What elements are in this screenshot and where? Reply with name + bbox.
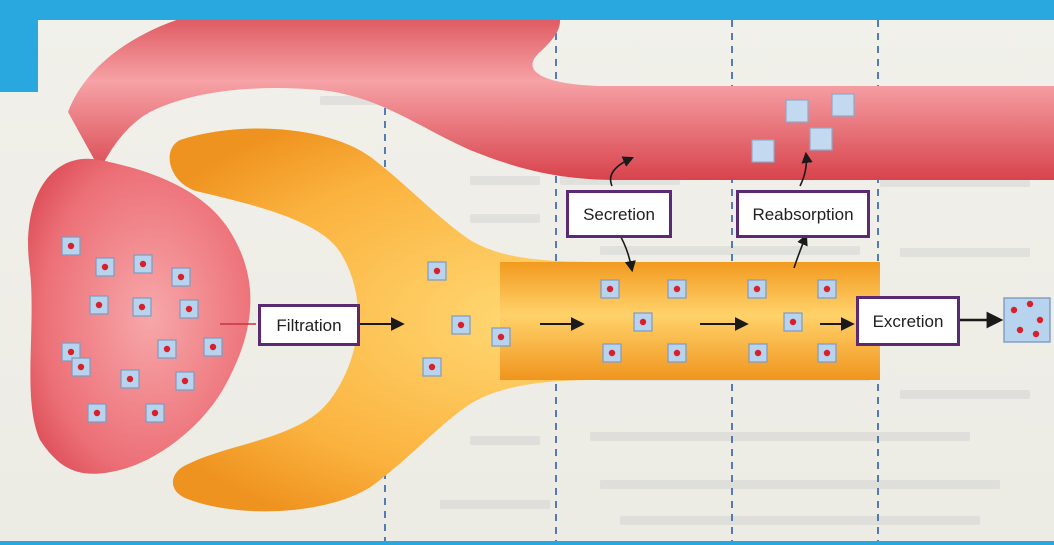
left-accent-block <box>0 0 38 92</box>
solute-dot <box>68 349 74 355</box>
solute-dot <box>498 334 504 340</box>
excretion-label: Excretion <box>856 296 960 346</box>
filtration-label: Filtration <box>258 304 360 346</box>
solute-dot <box>78 364 84 370</box>
solute-dot <box>754 286 760 292</box>
solute-dot <box>790 319 796 325</box>
solute-dot <box>182 378 188 384</box>
bottom-accent-bar <box>0 541 1054 545</box>
excreted-solute-dot <box>1037 317 1043 323</box>
solute-dot <box>609 350 615 356</box>
solute-dot <box>164 346 170 352</box>
solute-dot <box>640 319 646 325</box>
excreted-solute-dot <box>1027 301 1033 307</box>
solute-dot <box>755 350 761 356</box>
reabsorbed-particle <box>786 100 808 122</box>
solute-dot <box>824 350 830 356</box>
excreted-solute-dot <box>1017 327 1023 333</box>
solute-dot <box>152 410 158 416</box>
reabsorption-label: Reabsorption <box>736 190 870 238</box>
solute-dot <box>210 344 216 350</box>
reabsorbed-particle <box>810 128 832 150</box>
solute-dot <box>102 264 108 270</box>
secretion-label: Secretion <box>566 190 672 238</box>
blood-vessel <box>28 0 1054 474</box>
solute-dot <box>607 286 613 292</box>
solute-dot <box>458 322 464 328</box>
solute-dot <box>68 243 74 249</box>
solute-dot <box>674 286 680 292</box>
excreted-solutes <box>1004 298 1050 342</box>
solute-dot <box>186 306 192 312</box>
solute-dot <box>429 364 435 370</box>
reabsorbed-particle <box>752 140 774 162</box>
solute-dot <box>96 302 102 308</box>
excreted-solute-dot <box>1011 307 1017 313</box>
solute-dot <box>94 410 100 416</box>
solute-dot <box>140 261 146 267</box>
solute-dot <box>824 286 830 292</box>
solute-dot <box>139 304 145 310</box>
solute-dot <box>674 350 680 356</box>
top-accent-bar <box>0 0 1054 20</box>
solute-dot <box>127 376 133 382</box>
solute-dot <box>178 274 184 280</box>
reabsorbed-particle <box>832 94 854 116</box>
excreted-solute-dot <box>1033 331 1039 337</box>
solute-dot <box>434 268 440 274</box>
